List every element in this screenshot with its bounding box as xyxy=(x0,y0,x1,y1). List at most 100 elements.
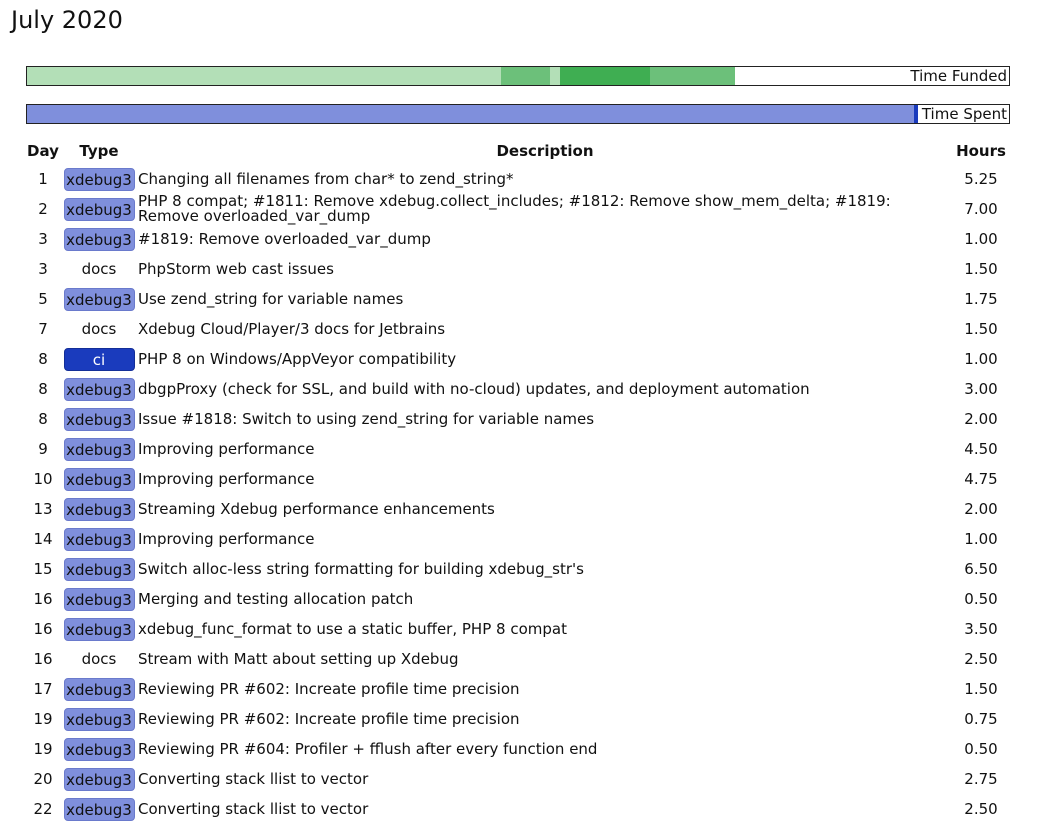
row-hours: 2.50 xyxy=(964,650,998,668)
row-type-cell: xdebug3 xyxy=(60,794,138,824)
row-day: 16 xyxy=(33,590,53,608)
row-day: 19 xyxy=(33,740,53,758)
row-description: Merging and testing allocation patch xyxy=(138,589,414,608)
row-hours: 0.50 xyxy=(964,590,998,608)
row-description: Converting stack llist to vector xyxy=(138,799,369,818)
header-day: Day xyxy=(27,142,59,160)
row-hours: 2.00 xyxy=(964,500,998,518)
type-badge: docs xyxy=(81,259,117,278)
row-type-cell: docs xyxy=(60,254,138,284)
row-type-cell: docs xyxy=(60,314,138,344)
row-day: 16 xyxy=(33,620,53,638)
row-description: xdebug_func_format to use a static buffe… xyxy=(138,619,567,638)
row-day: 15 xyxy=(33,560,53,578)
row-hours: 1.00 xyxy=(964,530,998,548)
type-badge: docs xyxy=(81,319,117,338)
row-day: 22 xyxy=(33,800,53,818)
row-hours: 1.00 xyxy=(964,230,998,248)
row-hours: 3.50 xyxy=(964,620,998,638)
type-badge: xdebug3 xyxy=(63,287,135,311)
row-hours: 1.50 xyxy=(964,260,998,278)
row-type-cell: ci xyxy=(60,344,138,374)
row-type-cell: docs xyxy=(60,644,138,674)
type-badge: xdebug3 xyxy=(63,797,135,821)
row-type-cell: xdebug3 xyxy=(60,194,138,224)
row-hours: 0.50 xyxy=(964,740,998,758)
funded-segment xyxy=(560,67,650,85)
time-funded-label: Time Funded xyxy=(906,67,1009,85)
row-day: 9 xyxy=(38,440,48,458)
type-badge: xdebug3 xyxy=(63,197,135,221)
row-type-cell: xdebug3 xyxy=(60,434,138,464)
row-day: 16 xyxy=(33,650,53,668)
row-type-cell: xdebug3 xyxy=(60,164,138,194)
type-badge: xdebug3 xyxy=(63,227,135,251)
row-type-cell: xdebug3 xyxy=(60,374,138,404)
row-hours: 0.75 xyxy=(964,710,998,728)
row-type-cell: xdebug3 xyxy=(60,614,138,644)
row-type-cell: xdebug3 xyxy=(60,284,138,314)
row-description: Changing all filenames from char* to zen… xyxy=(138,169,514,188)
row-type-cell: xdebug3 xyxy=(60,764,138,794)
row-hours: 6.50 xyxy=(964,560,998,578)
row-day: 14 xyxy=(33,530,53,548)
type-badge: ci xyxy=(63,347,135,371)
type-badge: xdebug3 xyxy=(63,587,135,611)
spent-segment xyxy=(27,105,914,123)
time-spent-bar: Time Spent xyxy=(26,104,1010,124)
row-hours: 5.25 xyxy=(964,170,998,188)
row-day: 13 xyxy=(33,500,53,518)
time-spent-label: Time Spent xyxy=(917,105,1009,123)
row-description: Reviewing PR #602: Increate profile time… xyxy=(138,679,520,698)
row-day: 5 xyxy=(38,290,48,308)
row-day: 7 xyxy=(38,320,48,338)
type-badge: xdebug3 xyxy=(63,467,135,491)
type-badge: xdebug3 xyxy=(63,767,135,791)
row-hours: 2.00 xyxy=(964,410,998,428)
row-day: 8 xyxy=(38,380,48,398)
row-type-cell: xdebug3 xyxy=(60,404,138,434)
row-day: 2 xyxy=(38,200,48,218)
table-row: 7 docs Xdebug Cloud/Player/3 docs for Jetb… xyxy=(26,314,1010,344)
row-description: dbgpProxy (check for SSL, and build with… xyxy=(138,379,810,398)
row-type-cell: xdebug3 xyxy=(60,704,138,734)
row-hours: 3.00 xyxy=(964,380,998,398)
row-description: Issue #1818: Switch to using zend_string… xyxy=(138,409,595,428)
funded-segment xyxy=(649,67,735,85)
row-hours: 2.75 xyxy=(964,770,998,788)
row-day: 17 xyxy=(33,680,53,698)
type-badge: xdebug3 xyxy=(63,737,135,761)
type-badge: docs xyxy=(81,649,117,668)
type-badge: xdebug3 xyxy=(63,707,135,731)
row-description: Xdebug Cloud/Player/3 docs for Jetbrains xyxy=(138,319,446,338)
row-description: PhpStorm web cast issues xyxy=(138,259,334,278)
row-description: Use zend_string for variable names xyxy=(138,289,404,308)
row-hours: 1.00 xyxy=(964,350,998,368)
row-day: 8 xyxy=(38,410,48,428)
type-badge: xdebug3 xyxy=(63,617,135,641)
row-hours: 1.50 xyxy=(964,320,998,338)
row-description: Improving performance xyxy=(138,439,315,458)
type-badge: xdebug3 xyxy=(63,527,135,551)
row-type-cell: xdebug3 xyxy=(60,554,138,584)
row-type-cell: xdebug3 xyxy=(60,494,138,524)
time-funded-bar: Time Funded xyxy=(26,66,1010,86)
